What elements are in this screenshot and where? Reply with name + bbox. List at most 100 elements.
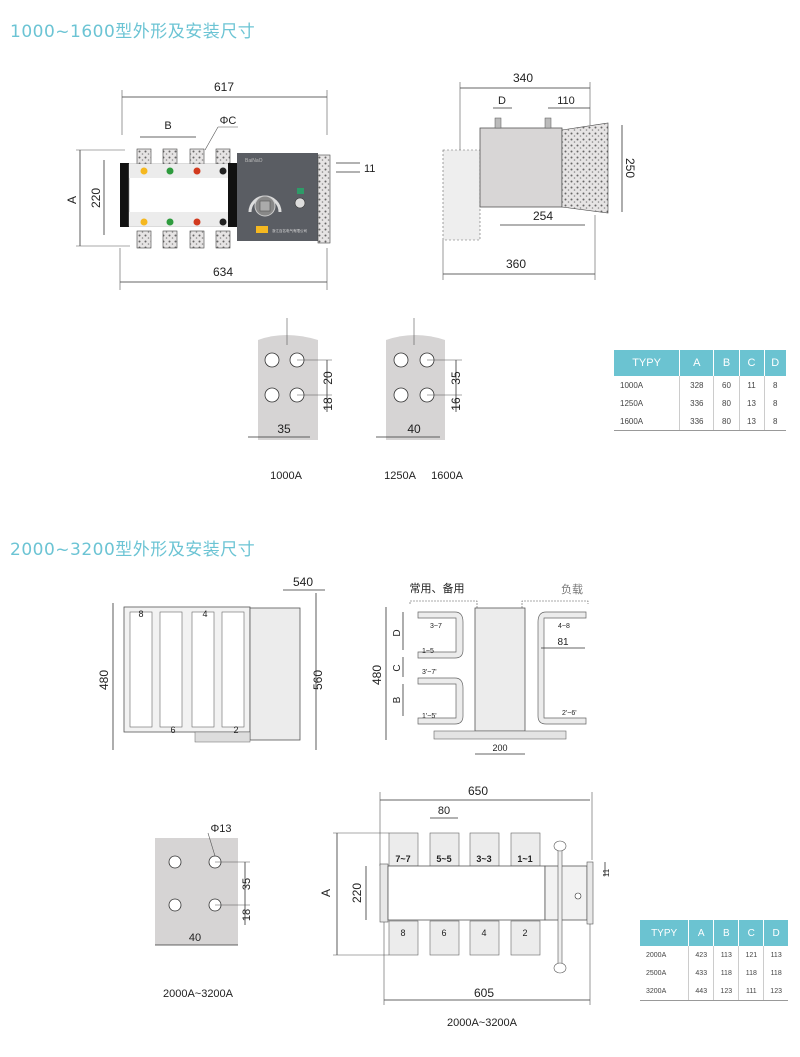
dim-480-side: 480 [370,665,384,685]
dim-35: 35 [277,422,291,436]
cell: 2000A [640,946,690,964]
dim-250: 250 [623,158,637,178]
side-view-1000-1600: 340 D 110 250 254 360 [442,71,637,280]
terminal-2-bottom: 2 [522,928,527,938]
dim-220: 220 [89,188,103,208]
terminal-2: 2 [233,725,238,735]
busbar-1250a-1600a: 35 16 40 1250A 1600A [376,318,464,482]
dim-80: 80 [438,805,450,817]
cell: 60 [713,376,740,394]
cell: 13 [739,412,765,431]
dim-a: A [65,196,79,204]
dim-254: 254 [533,209,553,223]
terminal-6: 6 [170,725,175,735]
cell: 121 [738,946,765,964]
cell: 113 [770,951,782,959]
dim-16: 16 [449,397,463,411]
label-top-view-2000-3200: 2000A~3200A [447,1017,518,1029]
front-view-2000-3200: 8 4 6 2 480 560 540 [97,575,325,750]
col-typy: TYPY [640,920,690,946]
brand-logo: BaiNaO [245,158,263,164]
dim-20: 20 [321,371,335,385]
dim-phi13: Φ13 [210,823,231,835]
col-a: A [679,350,715,376]
cell: 80 [713,412,740,431]
terminal-3p-7p: 3'~7' [422,669,437,676]
dim-b: B [164,120,171,132]
cell: 328 [679,376,715,394]
dim-d-side: D [392,629,403,636]
label-busbar-2000-3200: 2000A~3200A [163,988,234,1000]
col-b: B [713,920,740,946]
dim-110: 110 [557,95,575,107]
dim-a-2000: A [319,889,333,897]
cell: 123 [763,982,788,1001]
terminal-4: 4 [202,609,207,619]
dim-18-2000: 18 [241,909,253,921]
terminal-5-5: 5~5 [436,854,451,864]
front-view-1000-1600: 617 B ΦC BaiNaO 浙江百名电气有限公司 [65,80,375,290]
dim-200: 200 [492,743,507,753]
terminal-6-bottom: 6 [441,928,446,938]
col-a: A [688,920,715,946]
terminal-4-8: 4~8 [558,623,570,630]
col-d: D [763,920,788,946]
cell: 8 [773,398,778,408]
dim-340: 340 [513,71,533,85]
dim-11-2000: 11 [602,868,611,877]
cell: 423 [688,946,715,964]
table-header-row: TYPY A B C D [614,350,786,376]
cell: 80 [713,394,740,412]
dim-81: 81 [557,637,569,648]
dim-phic: ΦC [220,115,237,127]
section1-title: 1000~1600型外形及安装尺寸 [10,22,256,42]
control-panel [237,153,318,241]
cell: 118 [770,969,782,977]
col-c: C [738,920,765,946]
col-b: B [713,350,740,376]
table-header-row: TYPY A B C D [640,920,788,946]
label-1250a: 1250A [384,470,416,482]
cell: 11 [739,376,765,394]
label-load: 负载 [561,582,583,596]
terminal-4-bottom: 4 [481,928,486,938]
dim-540: 540 [293,575,313,589]
terminal-2p-6p: 2'~6' [562,710,577,717]
dim-560: 560 [311,670,325,690]
dim-18: 18 [321,397,335,411]
terminal-1-5: 1~5 [422,648,434,655]
cell: 443 [688,982,715,1001]
dim-480: 480 [97,670,111,690]
side-view-2000-3200: 常用、备用 负载 3~7 1~5 3'~7' 1'~5' 4~8 81 2'~6… [370,581,589,755]
terminal-8-bottom: 8 [400,928,405,938]
dim-11: 11 [364,163,375,175]
cell: 118 [713,964,740,982]
terminal-7-7: 7~7 [395,854,410,864]
busbar-2000-3200: Φ13 35 18 40 2000A~3200A [155,823,253,1000]
cell: 8 [764,412,786,431]
dim-605: 605 [474,986,494,1000]
terminal-1-1: 1~1 [517,854,532,864]
col-typy: TYPY [614,350,681,376]
col-c: C [739,350,765,376]
dim-617: 617 [214,80,234,94]
cell: 13 [739,394,765,412]
terminal-1p-5p: 1'~5' [422,713,437,720]
dim-650: 650 [468,784,488,798]
cell: 3200A [640,982,690,1001]
cell: 1600A [614,412,681,431]
busbar-1000a: 20 18 35 1000A [248,318,335,482]
dim-b-side: B [392,696,403,703]
section2-title: 2000~3200型外形及安装尺寸 [10,540,256,560]
cell: 123 [713,982,740,1001]
label-supply: 常用、备用 [410,581,465,595]
phase-markers [140,167,227,226]
dim-35-2000: 35 [241,878,253,890]
label-1000a: 1000A [270,470,302,482]
